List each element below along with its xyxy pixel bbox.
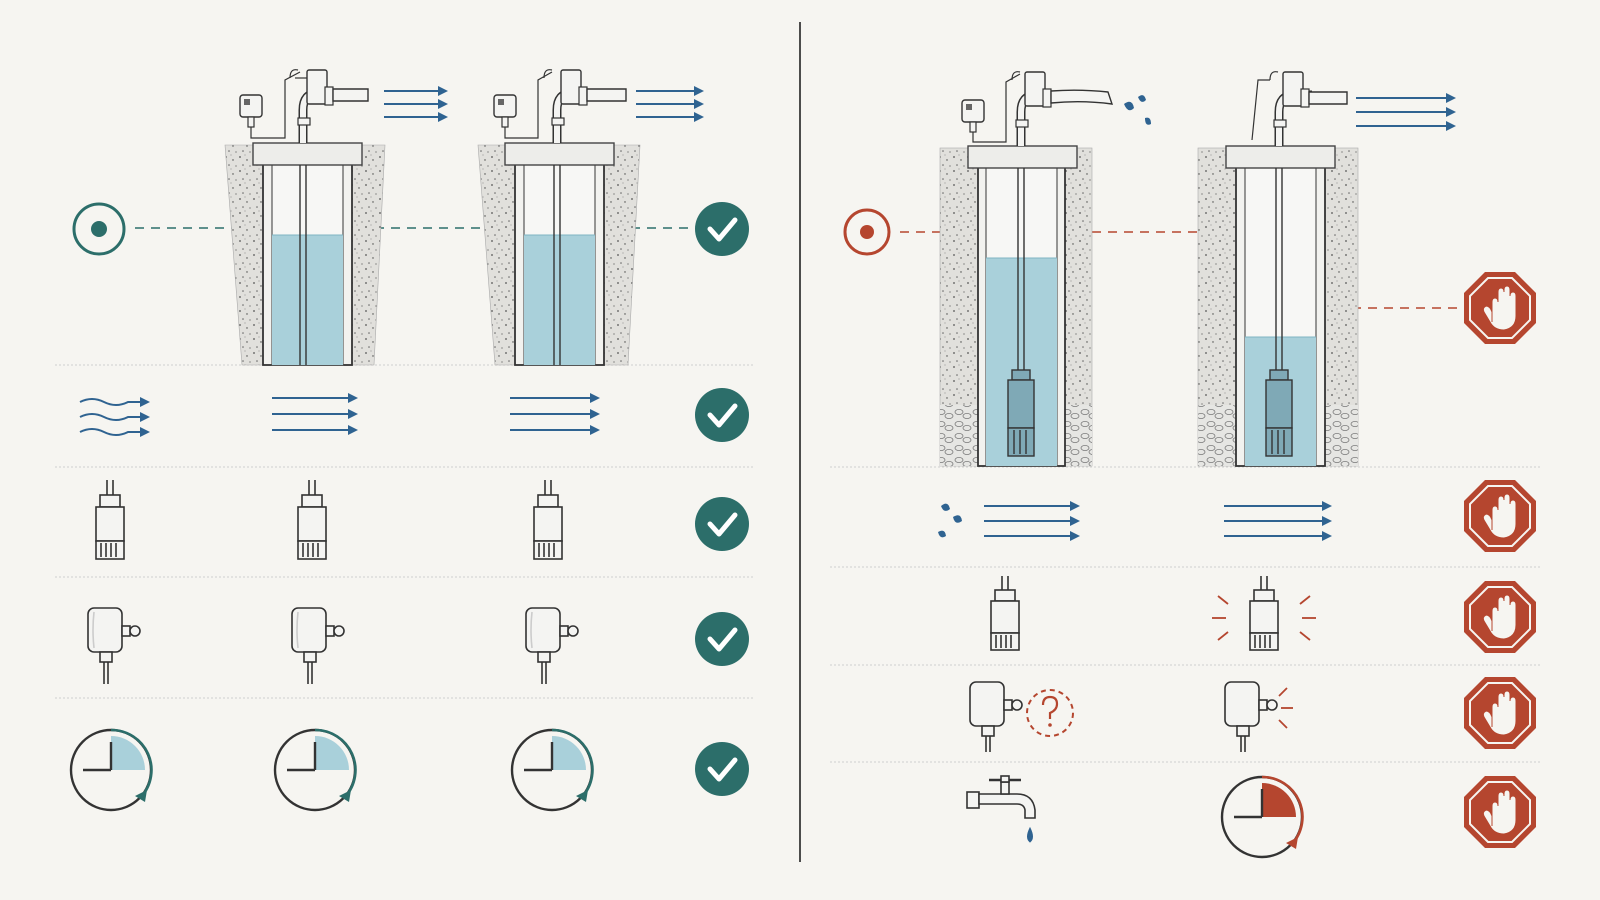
straight-flow-icon <box>272 393 358 435</box>
check-icon <box>695 742 749 796</box>
check-icon <box>695 388 749 442</box>
straight-flow-icon <box>1224 501 1332 541</box>
submersible-pump <box>1007 369 1035 457</box>
pump-icon <box>533 480 563 560</box>
pressure-switch-icon <box>525 607 579 684</box>
flow-row <box>79 388 749 442</box>
check-icon <box>695 497 749 551</box>
stop-hand-icon <box>1464 776 1536 848</box>
pressure-switch <box>493 71 553 139</box>
stop-hand-icon <box>1464 677 1536 749</box>
pump-row <box>990 576 1536 653</box>
pump-icon <box>297 480 327 560</box>
sputtering-flow-icon <box>938 501 1080 541</box>
outflow-arrows <box>1356 93 1456 131</box>
sputter-droplets <box>1124 95 1151 125</box>
check-icon <box>695 202 749 256</box>
well-diagram <box>224 69 448 366</box>
straight-flow-icon <box>510 393 600 435</box>
right-panel <box>830 71 1540 859</box>
run-time-row <box>69 728 749 812</box>
check-icon <box>695 612 749 666</box>
pressure-switch-row <box>969 677 1536 752</box>
pressure-switch <box>961 73 1021 143</box>
water-column <box>272 235 343 365</box>
pressure-switch <box>239 71 301 139</box>
well-diagram <box>939 71 1151 467</box>
well-diagram <box>1197 71 1456 467</box>
target-icon <box>72 202 126 256</box>
wavy-flow-icon <box>79 397 150 437</box>
pressure-switch-unknown-icon <box>969 681 1074 752</box>
timer-quarter-red-icon <box>1220 775 1304 859</box>
timer-quarter-icon <box>69 728 153 812</box>
timer-quarter-icon <box>510 728 594 812</box>
pressure-switch-chattering-icon <box>1224 681 1293 752</box>
outflow-arrows <box>384 86 448 122</box>
pressure-switch-icon <box>87 607 141 684</box>
pump-icon <box>95 480 125 560</box>
stop-hand-icon <box>1464 480 1536 552</box>
row-dividers <box>55 364 753 699</box>
run-time-row <box>966 775 1536 859</box>
pump-icon <box>990 576 1020 651</box>
pressure-switch-row <box>87 607 749 684</box>
pump-vibrating-icon <box>1212 576 1316 651</box>
left-panel <box>55 69 753 812</box>
target-icon <box>843 208 891 256</box>
timer-quarter-icon <box>273 728 357 812</box>
dripping-faucet-icon <box>966 775 1036 843</box>
outflow-arrows <box>636 86 704 122</box>
pump-row <box>95 480 749 560</box>
stop-hand-icon <box>1464 272 1536 344</box>
flow-row <box>938 480 1536 552</box>
pressure-switch-icon <box>291 607 345 684</box>
well-diagram <box>477 69 704 366</box>
row-dividers <box>830 466 1540 763</box>
submersible-pump <box>1265 369 1293 457</box>
stop-hand-icon <box>1464 581 1536 653</box>
